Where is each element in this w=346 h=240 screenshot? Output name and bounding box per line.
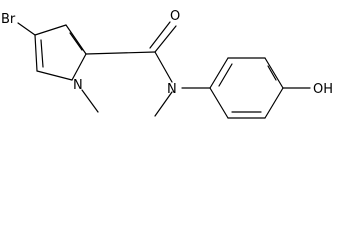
bond-n1-c5 [36, 70, 73, 81]
bond-ph-inner-2 [267, 65, 277, 81]
atom-label-hydroxyl: OH [313, 82, 333, 97]
bond-c2-n1 [71, 53, 87, 81]
bond-carbonyl-amide-n [154, 51, 173, 83]
atom-label-bromo: Br [1, 12, 16, 27]
bond-ph-c4-c5 [264, 87, 284, 119]
atom-label-carbonyl-oxygen: O [170, 9, 180, 24]
bond-c3-c2 [65, 24, 87, 55]
bond-br-c4 [17, 22, 36, 36]
bond-ph-c3-c4 [264, 57, 284, 89]
bond-ph-inner-1 [218, 63, 233, 87]
bond-carbonyl-oxygen-double [149, 21, 171, 49]
bond-c2-carbonyl [85, 51, 156, 55]
bond-c5-c4 [34, 34, 38, 72]
bond-c4-c3 [34, 24, 67, 36]
bond-amide-n-methyl [154, 91, 173, 117]
atom-label-pyrrole-nitrogen: N [73, 78, 83, 93]
bond-carbonyl-oxygen [154, 25, 177, 53]
chemical-structure: Br N O N OH [1, 9, 333, 119]
bond-n1-methyl [81, 89, 99, 113]
bond-c3-c2-double [69, 32, 83, 51]
bond-ph-c1-c2 [209, 57, 229, 89]
atom-label-amide-nitrogen: N [167, 82, 177, 97]
bond-ph-c6-c1 [209, 87, 229, 119]
bond-c5-c4-double [40, 39, 44, 68]
